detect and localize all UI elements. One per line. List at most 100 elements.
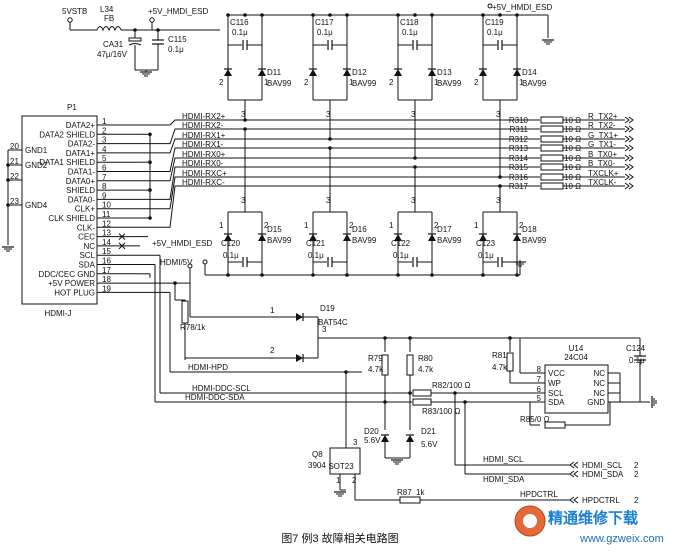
esd-rail-label: +5V_HMDI_ESD: [492, 3, 552, 12]
connector-pin-name: +5V POWER: [48, 279, 95, 288]
lane-net-name: HDMI-RX0-: [182, 159, 224, 168]
top-diode-value: BAV99: [522, 79, 547, 88]
bottom-cap-ref: C123: [476, 239, 496, 248]
diode-pin-number: 2: [219, 78, 224, 87]
connector-pin-number: 18: [102, 275, 111, 284]
junction-dot: [243, 118, 247, 122]
watermark-title: 精通维修下载: [548, 509, 638, 527]
connector-pin-number: 9: [102, 191, 107, 200]
connector-pin-name: SCL: [79, 251, 95, 260]
junction-dot: [344, 370, 348, 374]
scl-net-arrow: [569, 461, 579, 469]
junction-dot: [226, 273, 230, 277]
junction-dot: [6, 163, 10, 167]
bottom-cap-ref: C121: [306, 239, 326, 248]
lane-output-arrow: [624, 135, 634, 143]
gnd-pin-number: 23: [10, 197, 19, 206]
q8-pin-number: 1: [336, 476, 341, 485]
junction-dot: [243, 127, 247, 131]
nc-stroke: [118, 233, 126, 240]
chevron: [628, 163, 634, 171]
hpd-net-name: HDMI-HPD: [188, 363, 228, 372]
top-diode-ref: D13: [437, 68, 452, 77]
chevron: [628, 173, 634, 181]
diode-pin-number: 2: [474, 78, 479, 87]
bottom-diode-ref: D15: [267, 225, 282, 234]
l34-inductor: [96, 26, 122, 32]
chevron: [573, 470, 579, 478]
lane-trace: [140, 157, 540, 182]
chevron: [628, 144, 634, 152]
lane-output-name: G_TX1-: [588, 140, 616, 149]
watermark-badge-inner: [523, 514, 537, 528]
diode-pin-number: 3: [326, 196, 331, 205]
vstb-label: 5VSTB: [62, 7, 87, 16]
connector-pin-number: 3: [102, 136, 107, 145]
capacitor-c118: [412, 40, 418, 50]
chevron: [573, 496, 579, 504]
diode-d15-a: [224, 233, 232, 241]
r82-label: R82/100 Ω: [432, 381, 470, 390]
cec-nc-mark: [118, 233, 126, 240]
ground-symbol: [542, 39, 554, 45]
lane-output-arrow: [624, 182, 634, 190]
junction-dot: [481, 273, 485, 277]
r79-value: 4.7k: [368, 365, 384, 374]
lane-resistor-ref: R315: [509, 163, 529, 172]
diode-pin-number: 1: [349, 78, 354, 87]
top-cap-ref: C116: [230, 18, 249, 27]
ddc-hotplug-section: HDMI/5VR78/1kHDMI-HPD123D19BAT54CHDMI-DD…: [118, 233, 657, 505]
chevron: [624, 163, 630, 171]
diode-body: [343, 234, 351, 241]
out-sda-net-name: HDMI_SDA: [483, 475, 525, 484]
r83-resistor: [412, 398, 432, 406]
capacitor-c117: [327, 40, 333, 50]
bottom-cap-value: 0.1μ: [223, 251, 239, 260]
d19-diode-b: [296, 354, 304, 362]
connector-pin-name: NC: [83, 242, 95, 251]
capacitor-c116: [242, 40, 248, 50]
r80-ref: R80: [418, 354, 433, 363]
diode-body: [428, 234, 436, 241]
junction-dot: [6, 203, 10, 207]
diode-body: [406, 435, 414, 442]
lane-net-name: HDMI-RX1-: [182, 140, 224, 149]
d19-pin: 2: [270, 346, 275, 355]
diode-pin-number: 3: [411, 196, 416, 205]
lane-trace: [140, 128, 540, 145]
connector-pin-name: SHIELD: [66, 186, 95, 195]
u14-pin-number: 5: [537, 394, 542, 403]
lane-trace: [140, 185, 540, 228]
diode-body: [309, 69, 317, 76]
lane-output-arrow: [624, 116, 634, 124]
junction-dot: [328, 146, 332, 150]
hdmi5v-terminal: [187, 263, 193, 269]
connector-pin-number: 6: [102, 164, 107, 173]
esd-terminal: [149, 17, 155, 23]
gnd-pin-number: 21: [10, 157, 19, 166]
top-cap-value: 0.1μ: [402, 28, 418, 37]
hpd-port-label: HPDCTRL: [582, 496, 620, 505]
top-cap-value: 0.1μ: [232, 28, 248, 37]
lane-net-name: HDMI-RX2-: [182, 121, 224, 130]
ca31-value: 47μ/16V: [97, 50, 128, 59]
diode-d14-b: [513, 68, 521, 76]
ground-symbol: [391, 459, 403, 465]
diode-body: [224, 234, 232, 241]
u14-pin-name: SCL: [548, 389, 564, 398]
diode-body: [258, 69, 266, 76]
diode-pin-number: 1: [264, 78, 269, 87]
r82-resistor: [412, 389, 432, 397]
top-cap-ref: C119: [485, 18, 504, 27]
chevron: [628, 116, 634, 124]
junction-dot: [413, 165, 417, 169]
diode-body: [513, 69, 521, 76]
diode-d14-a: [479, 68, 487, 76]
lane-output-name: R_TX2-: [588, 121, 616, 130]
lane-resistor-ref: R310: [509, 116, 529, 125]
bottom-diode-value: BAV99: [522, 236, 547, 245]
junction-dot: [515, 273, 519, 277]
